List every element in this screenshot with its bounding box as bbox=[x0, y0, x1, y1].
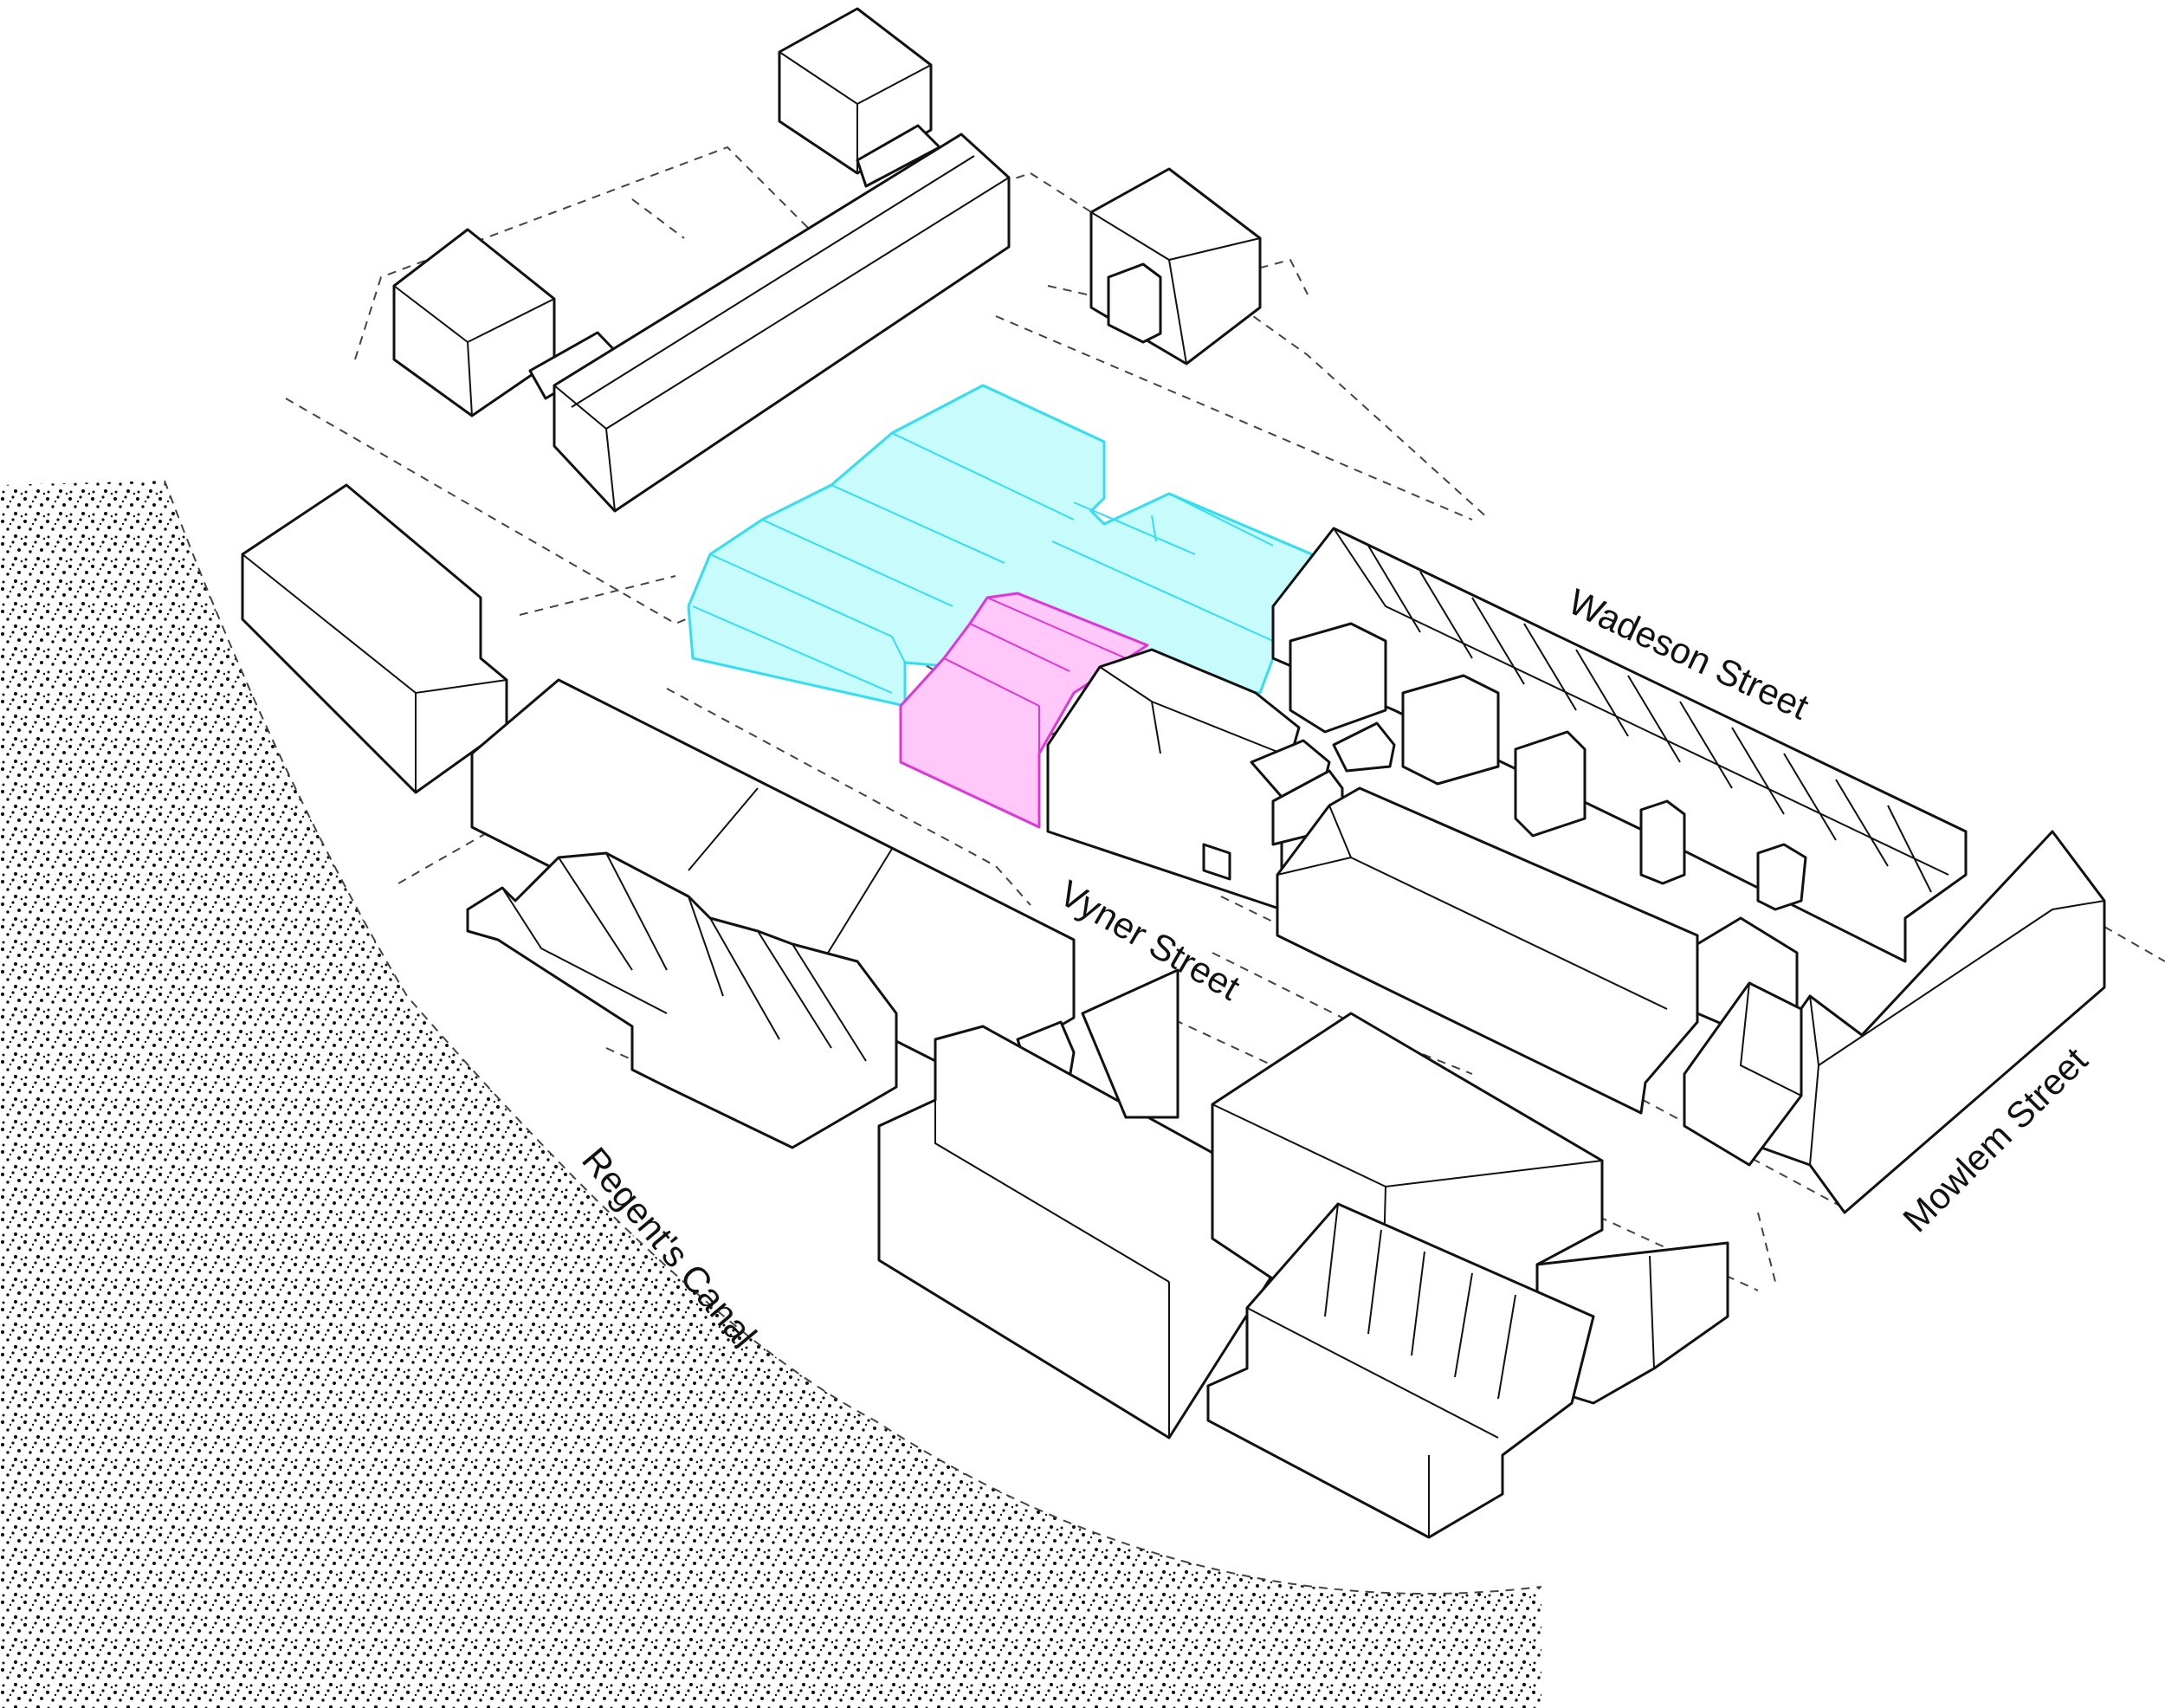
terrace-roof-ridges bbox=[1367, 545, 1932, 893]
regents-canal-water bbox=[0, 481, 1541, 1708]
south-sawtooth-terrace bbox=[1206, 1202, 1595, 1539]
canal-side-warehouse bbox=[877, 968, 1283, 1440]
canal-side-sawtooth bbox=[466, 851, 898, 1149]
west-warehouse bbox=[241, 483, 508, 794]
proposed-site-magenta bbox=[899, 592, 1149, 829]
north-detached-house bbox=[1089, 167, 1262, 366]
wadeson-street-terrace bbox=[1271, 527, 1968, 963]
existing-site-cyan bbox=[687, 384, 1314, 708]
mowlem-street-building bbox=[1683, 830, 2106, 1214]
canal-edge-line bbox=[164, 480, 1542, 1595]
vyner-street-south-block bbox=[470, 678, 1076, 1093]
north-terrace-block bbox=[392, 7, 1011, 513]
